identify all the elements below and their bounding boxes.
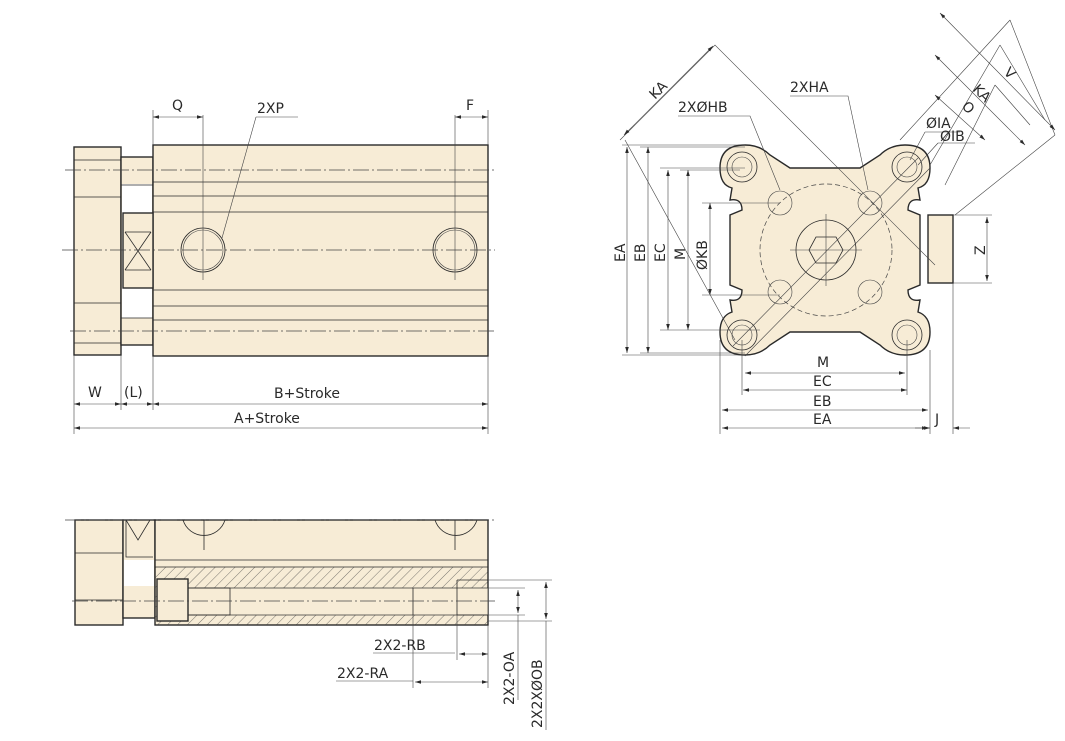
dim-v: V <box>1000 65 1018 83</box>
dim-ec-horizontal: EC <box>813 374 832 390</box>
label-2xp: 2XP <box>257 101 284 117</box>
dim-ea-horizontal: EA <box>813 412 832 428</box>
dim-j: J <box>934 412 939 428</box>
label-2xhb: 2XØHB <box>678 100 728 116</box>
dim-w: W <box>88 385 102 401</box>
label-2xha: 2XHA <box>790 80 829 96</box>
dim-eb-horizontal: EB <box>813 394 831 410</box>
end-view: KA V KA O 2XØHB 2XHA ØIA ØIB EA EB EC M … <box>613 12 1056 434</box>
dim-m-horizontal: M <box>817 355 829 371</box>
dim-ea-vertical: EA <box>613 243 629 262</box>
dim-m-vertical: M <box>673 248 689 260</box>
dim-f: F <box>466 98 474 114</box>
dim-o: O <box>958 99 977 118</box>
dim-ka-left: KA <box>647 78 672 103</box>
label-ia: ØIA <box>926 116 951 132</box>
label-ib: ØIB <box>940 129 965 145</box>
dim-a-stroke: A+Stroke <box>234 411 300 427</box>
dim-kb: ØKB <box>695 240 711 270</box>
dim-b-stroke: B+Stroke <box>274 386 340 402</box>
dim-eb-vertical: EB <box>633 244 649 262</box>
side-view: Q F 2XP W (L) B+Stroke A+Stroke <box>62 98 495 434</box>
dim-ec-vertical: EC <box>653 243 669 262</box>
label-2x2-ob: 2X2XØOB <box>530 659 546 728</box>
section-view: 2X2-RB 2X2-RA 2X2-OA 2X2XØOB <box>65 519 552 730</box>
label-2x2-oa: 2X2-OA <box>502 651 518 705</box>
dim-q: Q <box>172 98 183 114</box>
dim-z: Z <box>973 245 989 255</box>
label-2x2-rb: 2X2-RB <box>374 638 426 654</box>
label-2x2-ra: 2X2-RA <box>337 666 389 682</box>
dim-l: (L) <box>124 385 143 401</box>
